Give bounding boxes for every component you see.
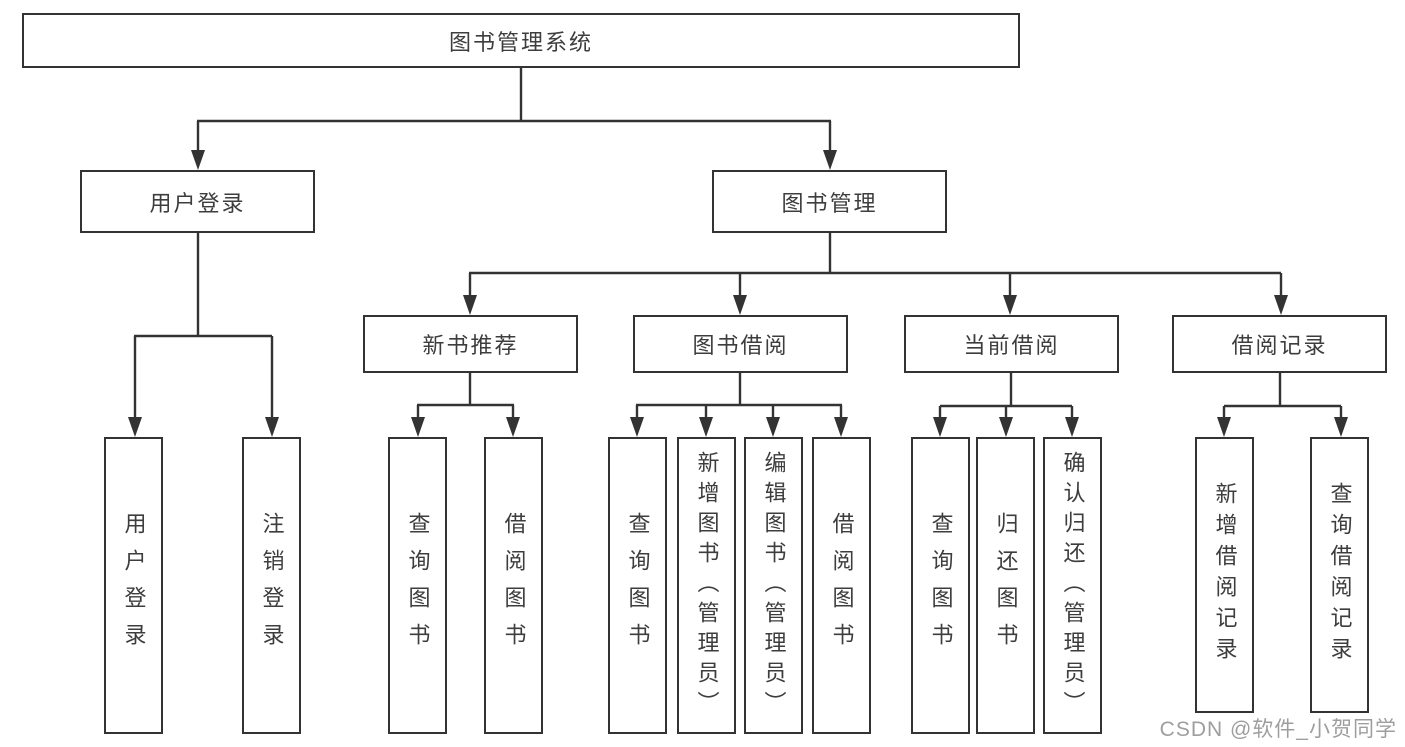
node-current-borrowing: 当前借阅: [904, 315, 1119, 373]
connector-book-management-split: [463, 233, 1288, 315]
node-label: 查询图书: [625, 511, 651, 660]
node-label: 当前借阅: [963, 333, 1060, 358]
node-label: 借阅图书: [829, 511, 855, 660]
connector-root-split: [191, 68, 837, 170]
node-label: 查询图书: [928, 511, 954, 660]
arrow-down-icon: [1217, 417, 1231, 437]
leaf-add-books-admin: 新增图书（管理员）: [677, 437, 736, 734]
arrow-down-icon: [191, 150, 205, 170]
node-label: 查询借阅记录: [1327, 482, 1353, 668]
node-label: 图书借阅: [692, 333, 789, 358]
arrow-down-icon: [265, 417, 279, 437]
arrow-down-icon: [1274, 295, 1288, 315]
leaf-query-books: 查询图书: [388, 437, 447, 734]
leaf-confirm-return-admin: 确认归还（管理员）: [1043, 437, 1102, 734]
arrow-down-icon: [834, 417, 848, 437]
node-label: 图书管理系统: [448, 29, 593, 55]
arrow-down-icon: [823, 150, 837, 170]
arrow-down-icon: [630, 417, 644, 437]
arrow-down-icon: [933, 417, 947, 437]
arrow-down-icon: [766, 417, 780, 437]
node-user-login: 用户登录: [80, 170, 315, 233]
node-label: 查询图书: [405, 511, 431, 660]
node-label: 图书管理: [781, 190, 878, 216]
connector-book-borrowing-split: [630, 373, 848, 437]
connector-user-login-split: [128, 233, 279, 437]
connector-new-book-split: [411, 373, 520, 437]
csdn-watermark: CSDN @软件_小贺同学: [1159, 718, 1397, 741]
node-label: 用户登录: [121, 511, 147, 660]
arrow-down-icon: [699, 417, 713, 437]
arrow-down-icon: [999, 417, 1013, 437]
leaf-edit-books-admin: 编辑图书（管理员）: [744, 437, 803, 734]
leaf-query-books: 查询图书: [911, 437, 970, 734]
node-label: 借阅记录: [1231, 333, 1328, 358]
arrow-down-icon: [733, 295, 747, 315]
node-book-borrowing: 图书借阅: [633, 315, 848, 373]
leaf-query-borrowing-record: 查询借阅记录: [1310, 437, 1369, 713]
node-label: 确认归还（管理员）: [1060, 450, 1086, 721]
connector-borrowing-records-split: [1217, 373, 1348, 437]
node-book-management: 图书管理: [712, 170, 947, 233]
leaf-add-borrowing-record: 新增借阅记录: [1195, 437, 1254, 713]
node-label: 归还图书: [993, 511, 1019, 660]
leaf-borrow-books: 借阅图书: [812, 437, 871, 734]
arrow-down-icon: [463, 295, 477, 315]
leaf-return-books: 归还图书: [976, 437, 1035, 734]
leaf-borrow-books: 借阅图书: [484, 437, 543, 734]
arrow-down-icon: [1003, 295, 1017, 315]
leaf-logout: 注销登录: [242, 437, 301, 734]
node-new-book-recommendation: 新书推荐: [363, 315, 578, 373]
leaf-query-books: 查询图书: [608, 437, 667, 734]
node-label: 注销登录: [259, 511, 285, 660]
arrow-down-icon: [128, 417, 142, 437]
arrow-down-icon: [411, 417, 425, 437]
node-label: 新增借阅记录: [1212, 482, 1238, 668]
node-label: 编辑图书（管理员）: [761, 450, 787, 721]
node-label: 新增图书（管理员）: [694, 450, 720, 721]
node-label: 用户登录: [149, 190, 246, 216]
node-label: 借阅图书: [501, 511, 527, 660]
node-borrowing-records: 借阅记录: [1172, 315, 1387, 373]
node-label: 新书推荐: [422, 333, 519, 358]
arrow-down-icon: [1065, 417, 1079, 437]
connector-current-borrowing-split: [933, 373, 1079, 437]
leaf-user-login: 用户登录: [104, 437, 163, 734]
node-library-management-system: 图书管理系统: [22, 13, 1020, 68]
arrow-down-icon: [506, 417, 520, 437]
arrow-down-icon: [1334, 417, 1348, 437]
